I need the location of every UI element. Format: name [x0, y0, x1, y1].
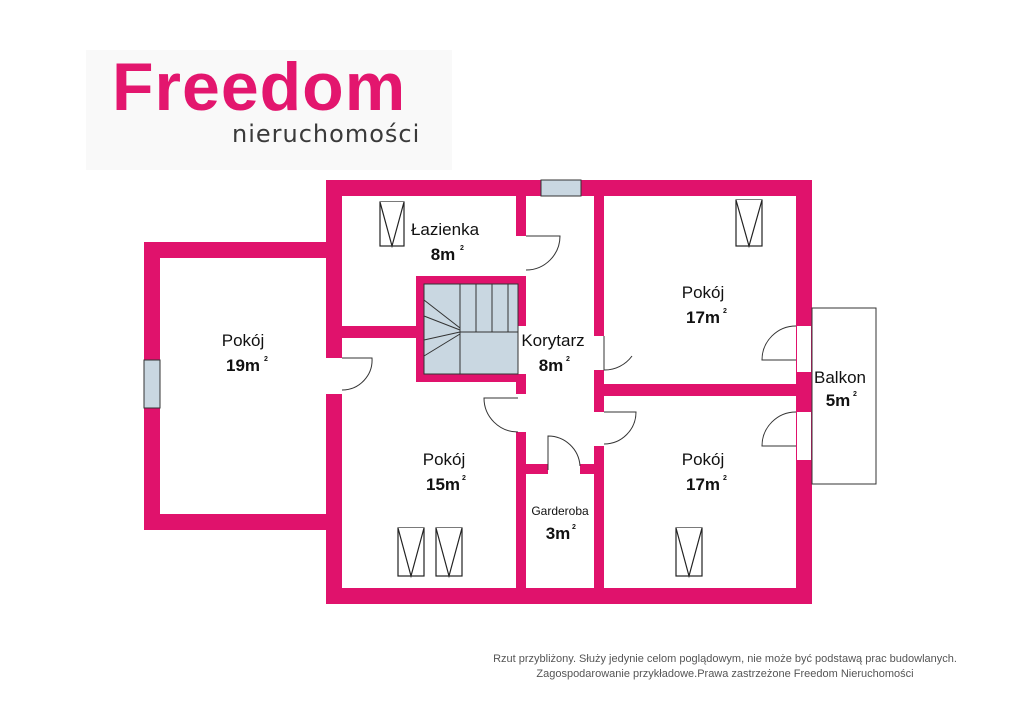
room-area: 3m	[546, 524, 571, 543]
room-garderoba: Garderoba 3m 2	[531, 504, 589, 543]
room-name: Pokój	[682, 283, 725, 302]
logo-brand-text: Freedom	[112, 49, 407, 125]
balcony-outline	[811, 307, 877, 485]
disclaimer-line-1: Rzut przybliżony. Służy jedynie celom po…	[493, 653, 957, 665]
room-pokoj-15: Pokój 15m 2	[423, 450, 466, 494]
disclaimer-line-2: Zagospodarowanie przykładowe.Prawa zastr…	[536, 668, 914, 680]
room-pokoj-19: Pokój 19m 2	[222, 331, 268, 375]
room-lazienka: Łazienka 8m 2	[411, 220, 480, 264]
room-name: Pokój	[682, 450, 725, 469]
room-pokoj-17-lower: Pokój 17m 2	[682, 450, 727, 494]
room-name: Pokój	[222, 331, 265, 350]
room-area: 15m	[426, 475, 460, 494]
balcony-door-gap-1	[797, 326, 811, 372]
room-name: Łazienka	[411, 220, 480, 239]
room-area-unit: 2	[723, 308, 727, 315]
room-balkon: Balkon 5m 2	[814, 368, 866, 410]
windows	[143, 179, 582, 409]
staircase	[423, 283, 519, 375]
room-area-unit: 2	[462, 475, 466, 482]
room-name: Balkon	[814, 368, 866, 387]
room-name: Korytarz	[521, 331, 584, 350]
room-area: 17m	[686, 475, 720, 494]
room-name: Garderoba	[531, 504, 589, 518]
logo-subtitle: nieruchomości	[232, 120, 421, 148]
room-area: 5m	[826, 391, 851, 410]
company-logo: Freedom nieruchomości	[86, 49, 452, 170]
room-area-unit: 2	[723, 475, 727, 482]
room-pokoj-17-upper: Pokój 17m 2	[682, 283, 727, 327]
room-area: 8m	[431, 245, 456, 264]
room-area-unit: 2	[572, 524, 576, 531]
room-area-unit: 2	[460, 245, 464, 252]
room-area: 19m	[226, 356, 260, 375]
disclaimer: Rzut przybliżony. Służy jedynie celom po…	[440, 652, 1010, 682]
room-area: 17m	[686, 308, 720, 327]
room-name: Pokój	[423, 450, 466, 469]
walls	[144, 180, 812, 604]
room-area-unit: 2	[264, 356, 268, 363]
room-korytarz: Korytarz 8m 2	[521, 331, 584, 375]
balcony-door-gap-2	[797, 412, 811, 460]
roof-windows	[379, 199, 763, 579]
room-area: 8m	[539, 356, 564, 375]
doors	[341, 235, 797, 470]
room-area-unit: 2	[853, 391, 857, 398]
room-area-unit: 2	[566, 356, 570, 363]
